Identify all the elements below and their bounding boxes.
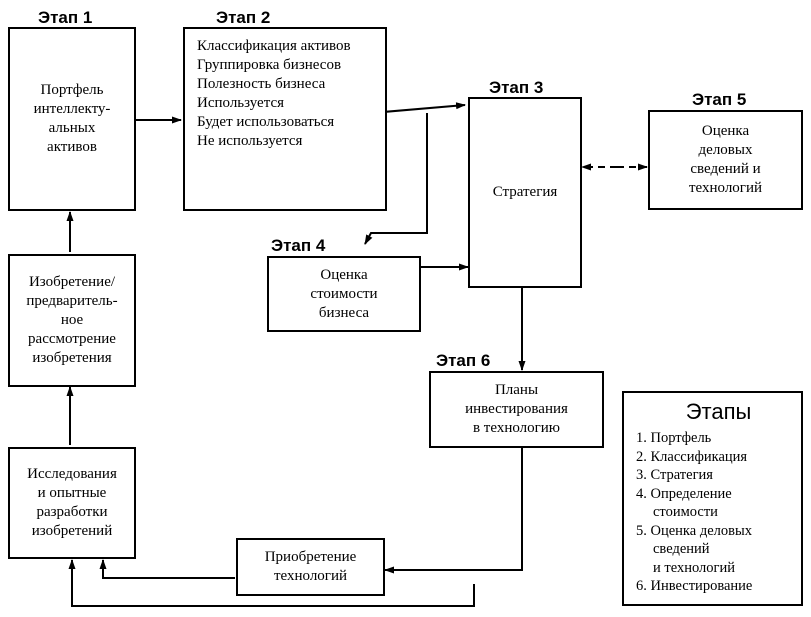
research-line: Исследования (27, 466, 117, 482)
acquisition-box: Приобретение технологий (236, 538, 385, 596)
portfolio-box: Портфель интеллекту- альных активов (8, 27, 136, 211)
classification-line: Не используется (197, 133, 303, 149)
stage-1-label: Этап 1 (38, 8, 93, 27)
invention-line: рассмотрение (28, 331, 116, 347)
valuation-box: Оценка стоимости бизнеса (267, 256, 421, 332)
invention-line: изобретения (32, 350, 112, 366)
classification-line: Полезность бизнеса (197, 76, 326, 92)
classification-line: Группировка бизнесов (197, 57, 342, 73)
stage-3-label: Этап 3 (489, 78, 544, 97)
legend-title: Этапы (685, 399, 752, 424)
classification-line: Используется (197, 95, 285, 111)
portfolio-line: Портфель (40, 82, 104, 98)
strategy-line: Стратегия (492, 184, 558, 200)
invention-line: Изобретение/ (28, 274, 116, 290)
investment-line: Планы (494, 382, 539, 398)
portfolio-line: активов (47, 139, 97, 155)
legend-item: 3. Стратегия (636, 467, 713, 483)
legend-item-line: 5. Оценка деловых (636, 522, 752, 539)
research-line: разработки (36, 504, 108, 520)
arrow-branch-to-valuation (364, 113, 428, 245)
valuation-line: стоимости (310, 285, 378, 302)
legend-item-line: сведений (653, 541, 710, 557)
legend-item: 6. Инвестирование (636, 578, 753, 594)
legend-item-line: и технологий (653, 559, 735, 576)
strategy-box: Стратегия (468, 97, 582, 288)
acquisition-line: Приобретение (264, 549, 357, 565)
stage-6-label: Этап 6 (436, 351, 491, 370)
business-info-line: технологий (688, 180, 763, 196)
investment-line: инвестирования (465, 401, 568, 417)
legend-item: 1. Портфель (636, 430, 712, 446)
acquisition-line: технологий (273, 568, 348, 584)
portfolio-line: интеллекту- (33, 101, 111, 117)
research-box: Исследования и опытные разработки изобре… (8, 447, 136, 559)
research-line: изобретений (31, 523, 113, 539)
classification-line: Классификация активов (197, 38, 351, 54)
classification-box: Классификация активов Группировка бизнес… (183, 27, 387, 211)
invention-box: Изобретение/ предваритель- ное рассмотре… (8, 254, 136, 387)
business-info-line: Оценка (701, 123, 750, 139)
valuation-line: бизнеса (318, 304, 370, 321)
business-info-line: сведений и (690, 161, 761, 177)
legend-box: Этапы 1. Портфель 2. Классификация 3. Ст… (622, 391, 803, 606)
legend-item-line: 4. Определение (636, 485, 732, 502)
stage-5-label: Этап 5 (692, 90, 747, 109)
arrow-acquisition-to-research (99, 559, 235, 579)
stage-2-label: Этап 2 (216, 8, 271, 27)
valuation-line: Оценка (320, 266, 368, 283)
arrow-loop-to-research (68, 559, 475, 607)
portfolio-line: альных (48, 120, 96, 136)
stage-4-label: Этап 4 (271, 236, 326, 255)
research-line: и опытные (37, 485, 107, 501)
invention-line: ное (60, 312, 84, 328)
invention-line: предваритель- (26, 293, 118, 309)
business-info-line: деловых (698, 142, 753, 158)
legend-item-line: стоимости (653, 504, 718, 520)
arrow-investment-to-acquisition (384, 447, 523, 574)
legend-item: 2. Классификация (636, 448, 748, 465)
investment-box: Планы инвестирования в технологию (429, 371, 604, 448)
legend-item: 4. Определение стоимости (636, 485, 732, 522)
legend-item: 5. Оценка деловых сведений и технологий (636, 522, 752, 578)
classification-line: Будет использоваться (197, 114, 335, 130)
business-info-box: Оценка деловых сведений и технологий (648, 110, 803, 210)
investment-line: в технологию (472, 420, 561, 436)
